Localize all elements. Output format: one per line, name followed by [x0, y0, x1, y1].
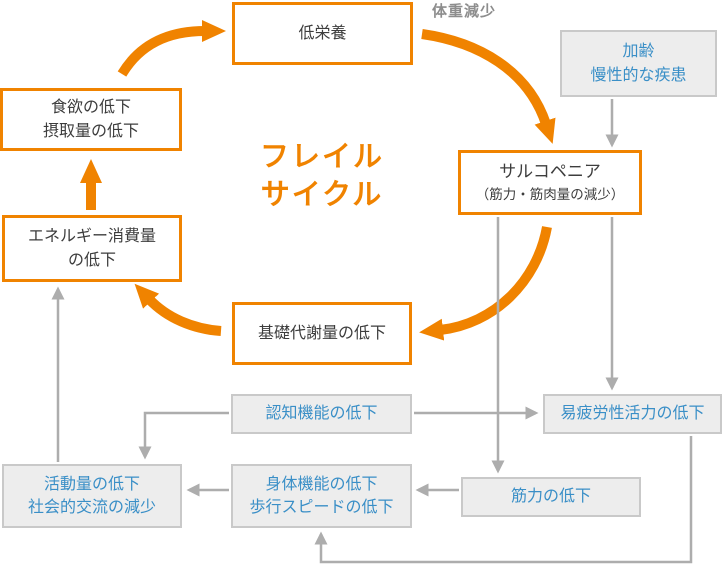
weight-loss-label: 体重減少: [432, 3, 497, 20]
box-activity-line2: 社会的交流の減少: [27, 499, 156, 516]
box-basal-metabolism: 基礎代謝量の低下: [232, 302, 412, 365]
box-fatigue-label: 易疲労性活力の低下: [560, 405, 705, 423]
box-sarcopenia: サルコペニア （筋力・筋肉量の減少）: [458, 150, 642, 215]
diagram-title-line1: フレイル: [259, 141, 384, 173]
box-muscle-label: 筋力の低下: [510, 488, 591, 506]
cycle-arrow-sarcopenia-to-basal-icon: [419, 226, 552, 341]
orange-cycle-arrows: [79, 20, 556, 341]
box-cognitive-decline: 認知機能の低下: [231, 394, 412, 434]
diagram-title-line2: サイクル: [260, 179, 384, 211]
box-cognitive-label: 認知機能の低下: [265, 405, 378, 423]
box-appetite-decline: 食欲の低下 摂取量の低下: [0, 88, 182, 151]
box-malnutrition: 低栄養: [232, 2, 413, 65]
box-appetite-line2: 摂取量の低下: [42, 122, 139, 140]
arrow-cognitive-to-activity-icon: [138, 411, 229, 460]
box-activity-decline: 活動量の低下 社会的交流の減少: [2, 464, 182, 528]
box-aging-line1: 加齢: [622, 43, 655, 61]
box-physical-function-decline: 身体機能の低下 歩行スピードの低下: [231, 464, 412, 528]
cycle-arrow-malnutrition-to-sarcopenia-icon: [421, 29, 556, 144]
box-energy-line1: エネルギー消費量: [27, 228, 156, 246]
box-aging-line2: 慢性的な疾患: [590, 66, 687, 84]
box-sarcopenia-line1: サルコペニア: [499, 162, 601, 182]
box-aging-chronic-disease: 加齢 慢性的な疾患: [560, 30, 717, 97]
cycle-arrow-appetite-to-malnutrition-icon: [117, 20, 226, 77]
box-activity-line1: 活動量の低下: [43, 475, 140, 493]
box-malnutrition-label: 低栄養: [298, 24, 347, 42]
box-muscle-strength-decline: 筋力の低下: [461, 477, 641, 517]
cycle-arrow-basal-to-energy-icon: [134, 283, 222, 336]
box-physical-line1: 身体機能の低下: [265, 475, 378, 493]
box-energy-consumption: エネルギー消費量 の低下: [2, 215, 182, 282]
box-fatigue-vitality-decline: 易疲労性活力の低下: [543, 394, 722, 434]
box-appetite-line1: 食欲の低下: [50, 99, 131, 117]
box-physical-line2: 歩行スピードの低下: [249, 499, 394, 516]
box-energy-line2: の低下: [67, 251, 116, 269]
box-sarcopenia-line2: （筋力・筋肉量の減少）: [475, 187, 625, 203]
gray-relation-arrows: [51, 99, 693, 564]
arrow-fatigue-to-physical-icon: [314, 436, 693, 564]
box-basal-label: 基礎代謝量の低下: [257, 324, 386, 342]
diagram-title: フレイル サイクル: [232, 138, 412, 214]
